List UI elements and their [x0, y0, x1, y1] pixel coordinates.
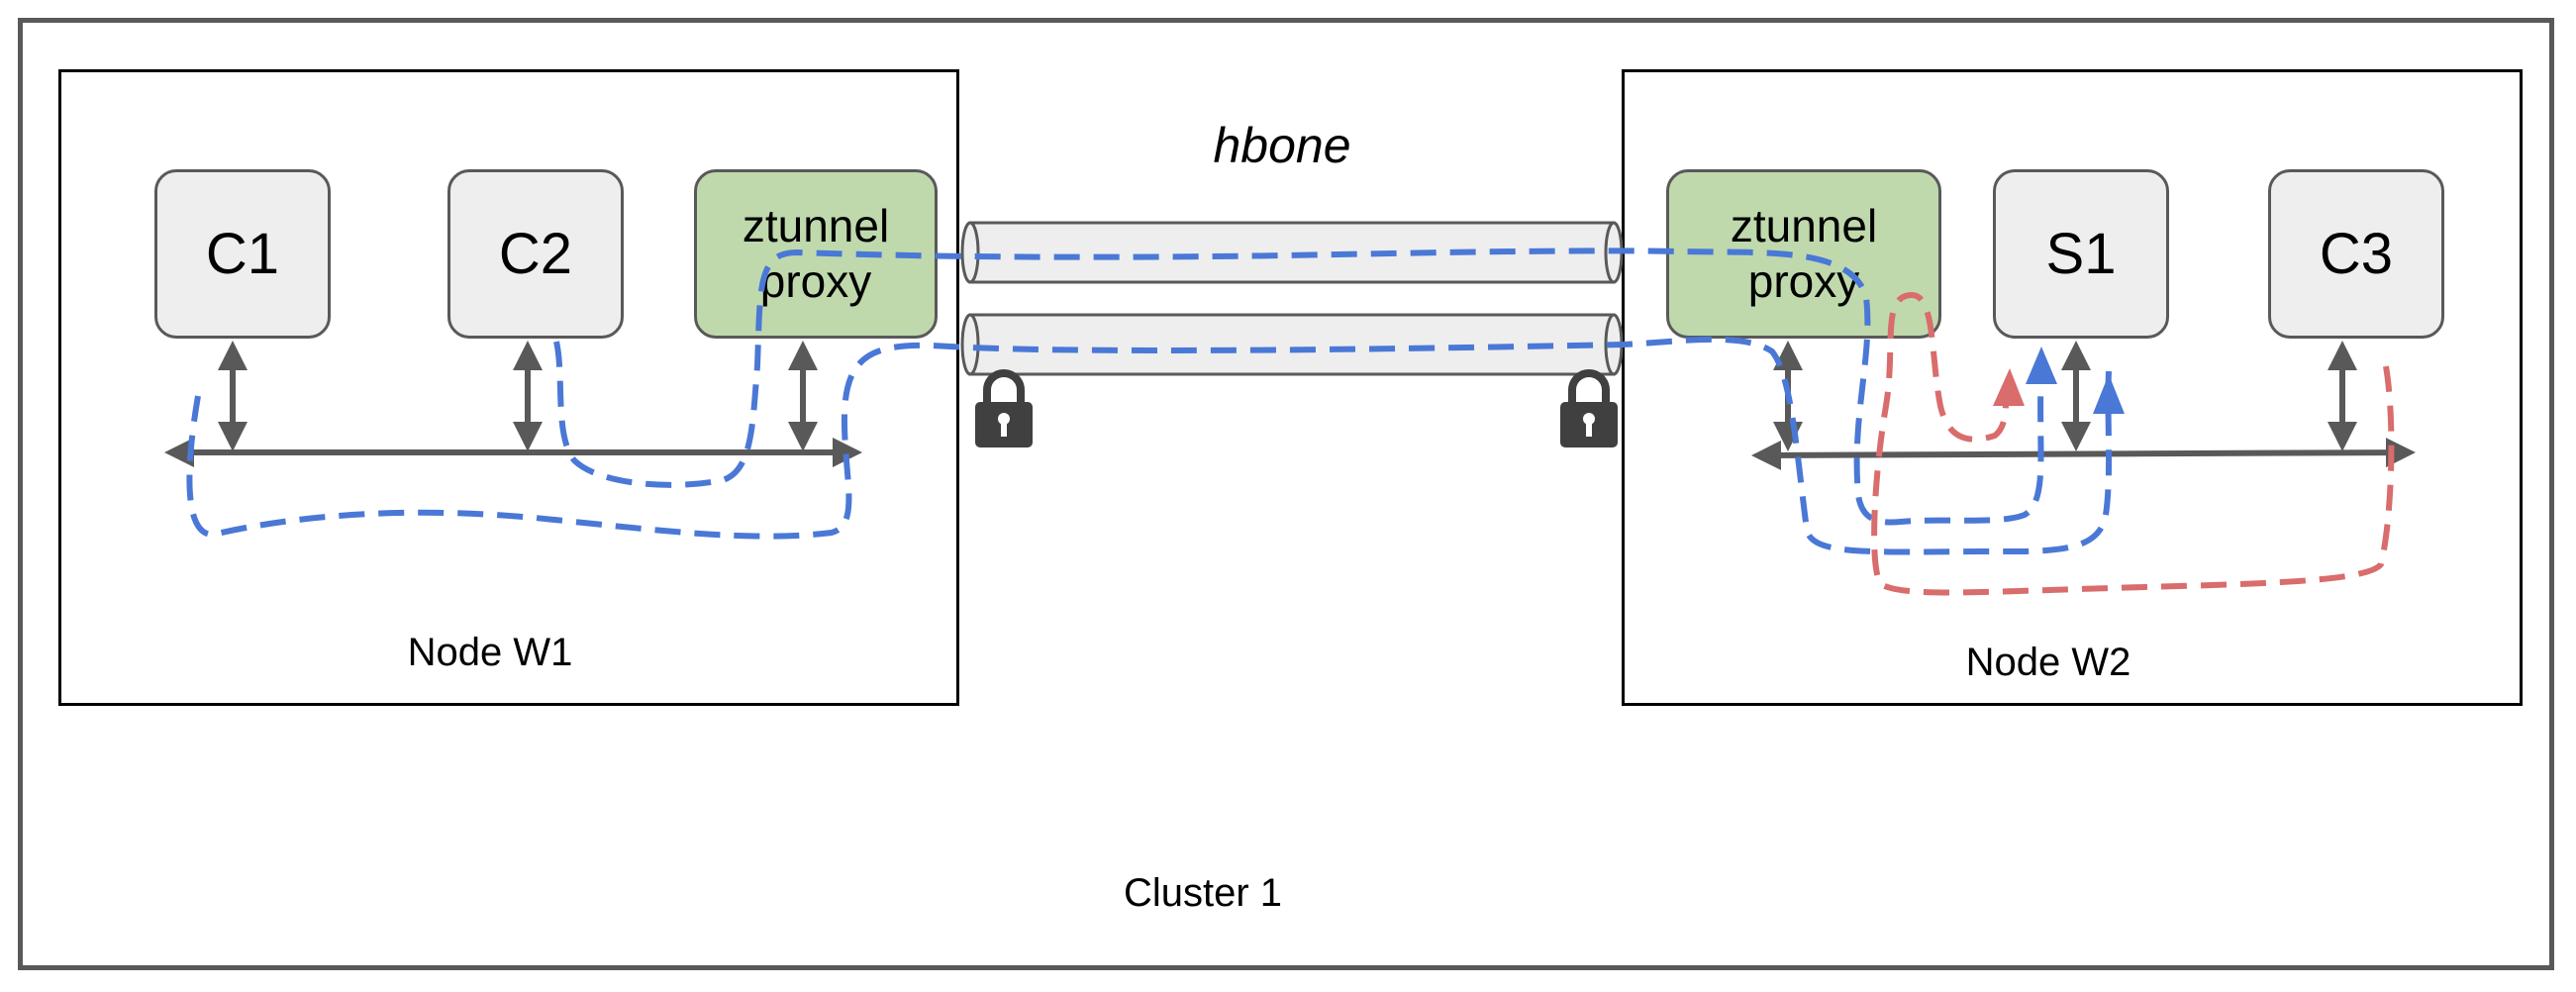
arrowhead-blue	[2026, 347, 2057, 384]
hbone-tunnel-bottom	[960, 313, 1624, 376]
c1-box: C1	[154, 169, 331, 339]
cluster-label: Cluster 1	[1123, 871, 1283, 915]
w2-bus-arrow	[1751, 438, 2416, 470]
lock-icon	[1560, 369, 1618, 447]
node-w2-label: Node W2	[1965, 641, 2131, 684]
flow-path-red-c3-to-s1	[1871, 292, 2395, 596]
node-w2-frame	[1622, 69, 2523, 706]
hbone-label: hbone	[1213, 118, 1351, 173]
node-w1-frame	[58, 69, 959, 706]
arrowhead-blue	[2093, 374, 2125, 414]
lock-icon	[975, 369, 1033, 447]
flow-path-blue-c2-to-w1-proxy	[553, 248, 2044, 526]
flow-path-blue-c1-to-w1-proxy	[186, 336, 2113, 555]
c3-box: C3	[2268, 169, 2444, 339]
arrowhead-red	[1993, 368, 2025, 406]
node-w1-label: Node W1	[407, 631, 573, 674]
c2-box: C2	[447, 169, 624, 339]
s1-box: S1	[1993, 169, 2169, 339]
cluster-frame	[18, 18, 2554, 970]
